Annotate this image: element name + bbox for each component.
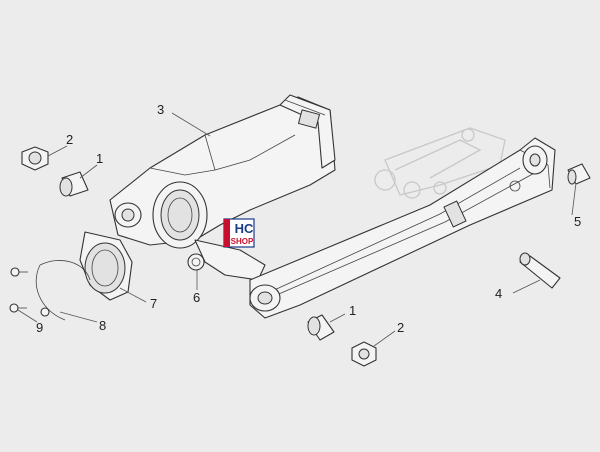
pin-right-part (519, 252, 561, 289)
label-bearing-cover: 7 (150, 296, 157, 311)
seal-ring-part (35, 260, 91, 321)
logo-text-bottom: SHOP (231, 237, 254, 246)
nut-top-part (21, 146, 49, 171)
label-pin-right: 4 (495, 286, 502, 301)
hc-shop-logo: HC SHOP (223, 218, 255, 248)
label-nut-top: 2 (66, 132, 73, 147)
label-o-ring: 6 (193, 290, 200, 305)
screw-parts (9, 267, 28, 313)
leader-lines (17, 112, 577, 347)
label-bolt-top: 1 (96, 151, 103, 166)
part-number-labels: 2 1 3 5 4 6 7 8 9 1 2 (36, 102, 581, 335)
label-bushing-right: 5 (574, 214, 581, 229)
label-screw: 9 (36, 320, 43, 335)
label-nut-bottom: 2 (397, 320, 404, 335)
nut-bottom-part (351, 341, 377, 367)
swingarm-body (109, 94, 556, 319)
label-bolt-bottom: 1 (349, 303, 356, 318)
label-swingarm: 3 (157, 102, 164, 117)
bushing-right-part (567, 163, 591, 185)
label-seal-ring: 8 (99, 318, 106, 333)
bolt-bottom-part (307, 314, 335, 341)
logo-text-top: HC (235, 221, 254, 236)
bolt-top-part (59, 171, 89, 197)
bearing-cover-part (79, 231, 133, 301)
o-ring-part (187, 253, 205, 271)
